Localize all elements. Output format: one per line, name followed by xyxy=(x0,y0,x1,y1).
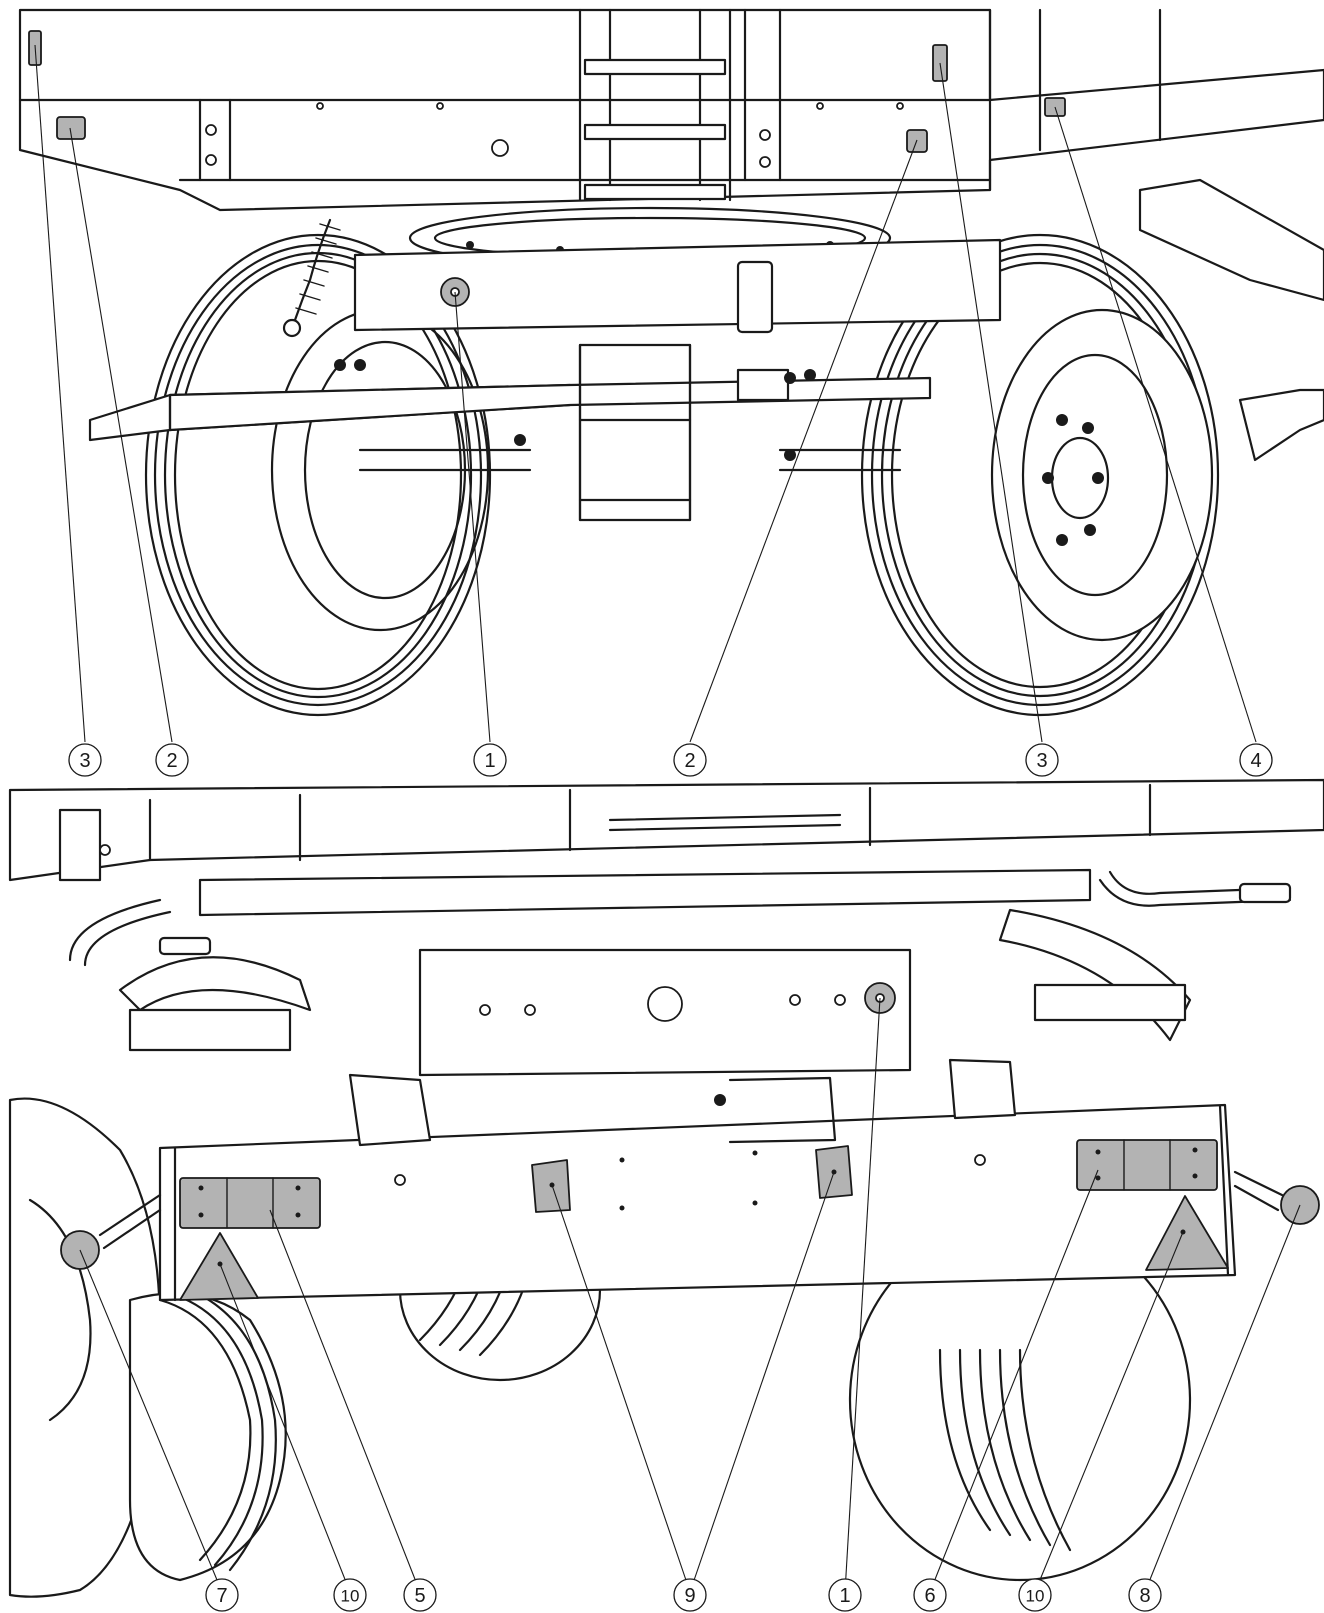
svg-text:3: 3 xyxy=(1036,750,1047,772)
rear-view xyxy=(8,778,1324,1598)
rear-light-right xyxy=(1076,1139,1218,1191)
drawbar-spring xyxy=(282,218,341,338)
front-right-wheel xyxy=(860,233,1220,717)
callout-1: 1 xyxy=(473,743,507,777)
rear-hose xyxy=(68,868,1292,967)
front-right-frame xyxy=(1138,178,1324,462)
callout-4: 4 xyxy=(1239,743,1273,777)
svg-text:1: 1 xyxy=(484,750,495,772)
callout-10: 10 xyxy=(333,1578,367,1612)
callout-2: 2 xyxy=(155,743,189,777)
svg-text:1: 1 xyxy=(839,1585,850,1607)
rear-left-wheel xyxy=(128,1288,287,1582)
callout-7: 7 xyxy=(205,1578,239,1612)
svg-text:2: 2 xyxy=(166,750,177,772)
front-view xyxy=(18,8,1324,717)
rear-upper-body xyxy=(8,778,1324,882)
svg-text:4: 4 xyxy=(1250,750,1261,772)
callouts-rear: 7 10 5 9 1 6 10 8 xyxy=(205,1578,1162,1612)
svg-text:3: 3 xyxy=(79,750,90,772)
callout-9: 9 xyxy=(673,1578,707,1612)
rear-light-left xyxy=(179,1177,321,1229)
callout-8: 8 xyxy=(1128,1578,1162,1612)
callout-6: 6 xyxy=(913,1578,947,1612)
callout-3: 3 xyxy=(68,743,102,777)
svg-text:10: 10 xyxy=(1026,1587,1045,1606)
leader-lines xyxy=(34,44,1301,1593)
rear-bumper xyxy=(158,1103,1237,1302)
svg-text:7: 7 xyxy=(216,1585,227,1607)
rear-center-panel xyxy=(128,948,1187,1077)
callout-2: 2 xyxy=(673,743,707,777)
svg-text:2: 2 xyxy=(684,750,695,772)
callouts-front: 3 2 1 2 3 4 xyxy=(68,743,1273,777)
callout-3: 3 xyxy=(1025,743,1059,777)
drawbar xyxy=(88,343,932,522)
rear-chassis xyxy=(348,1058,1017,1147)
callout-10: 10 xyxy=(1018,1578,1052,1612)
svg-text:5: 5 xyxy=(414,1585,425,1607)
marker-lamp-right xyxy=(1233,1170,1320,1225)
svg-text:9: 9 xyxy=(684,1585,695,1607)
upper-body xyxy=(18,8,1324,212)
svg-text:6: 6 xyxy=(924,1585,935,1607)
front-crossbeam xyxy=(353,238,1002,334)
reflector-9 xyxy=(531,1145,853,1213)
callout-5: 5 xyxy=(403,1578,437,1612)
svg-text:10: 10 xyxy=(341,1587,360,1606)
callout-1: 1 xyxy=(828,1578,862,1612)
svg-text:8: 8 xyxy=(1139,1585,1150,1607)
